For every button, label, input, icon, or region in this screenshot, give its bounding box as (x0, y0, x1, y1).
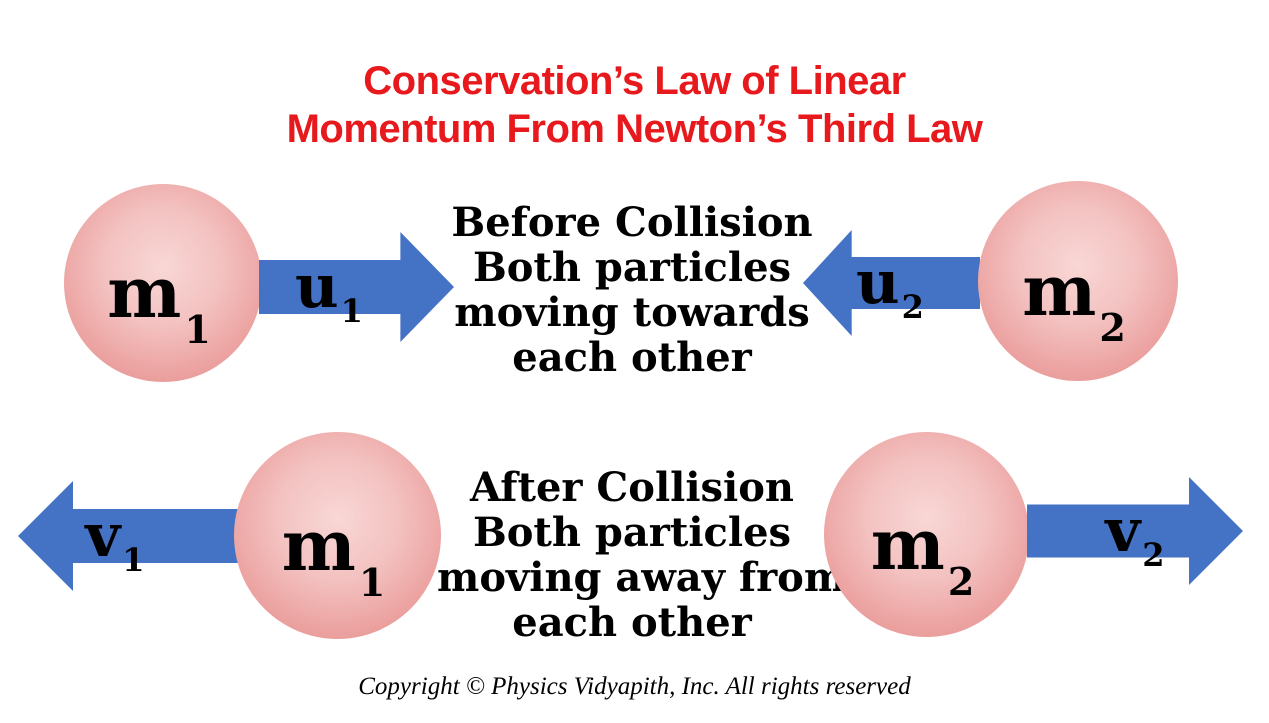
after-collision-caption: After Collision Both particles moving aw… (437, 464, 847, 646)
particle-m2-before: m2 (978, 181, 1178, 381)
caption-line: each other (512, 599, 752, 646)
mass-label-m1-after: m1 (281, 503, 386, 605)
caption-line: Before Collision (451, 199, 813, 246)
caption-line: After Collision (469, 464, 795, 511)
particle-m1-after: m1 (234, 432, 441, 639)
velocity-arrow-left-v1 (18, 481, 238, 591)
particle-m1-before: m1 (64, 184, 262, 382)
caption-line: each other (512, 334, 752, 381)
page-title-line2: Momentum From Newton’s Third Law (286, 107, 983, 151)
caption-line: moving towards (454, 289, 810, 336)
caption-line: Both particles (472, 244, 792, 291)
velocity-arrow-right-u1 (259, 232, 454, 342)
mass-label-m2-after: m2 (870, 502, 975, 604)
velocity-arrow-left-u2 (803, 230, 980, 336)
velocity-arrow-right-v2 (1027, 477, 1243, 585)
page-title-line1: Conservation’s Law of Linear (363, 59, 906, 103)
before-collision-caption: Before Collision Both particles moving t… (437, 200, 827, 380)
page-title: Conservation’s Law of Linear Momentum Fr… (0, 57, 1269, 153)
mass-label-m2-before: m2 (1022, 249, 1126, 350)
caption-line: Both particles (472, 509, 792, 556)
copyright-notice: Copyright © Physics Vidyapith, Inc. All … (358, 673, 911, 700)
particle-m2-after: m2 (824, 432, 1029, 637)
mass-label-m1-before: m1 (107, 251, 211, 352)
caption-line: moving away from (437, 554, 847, 601)
